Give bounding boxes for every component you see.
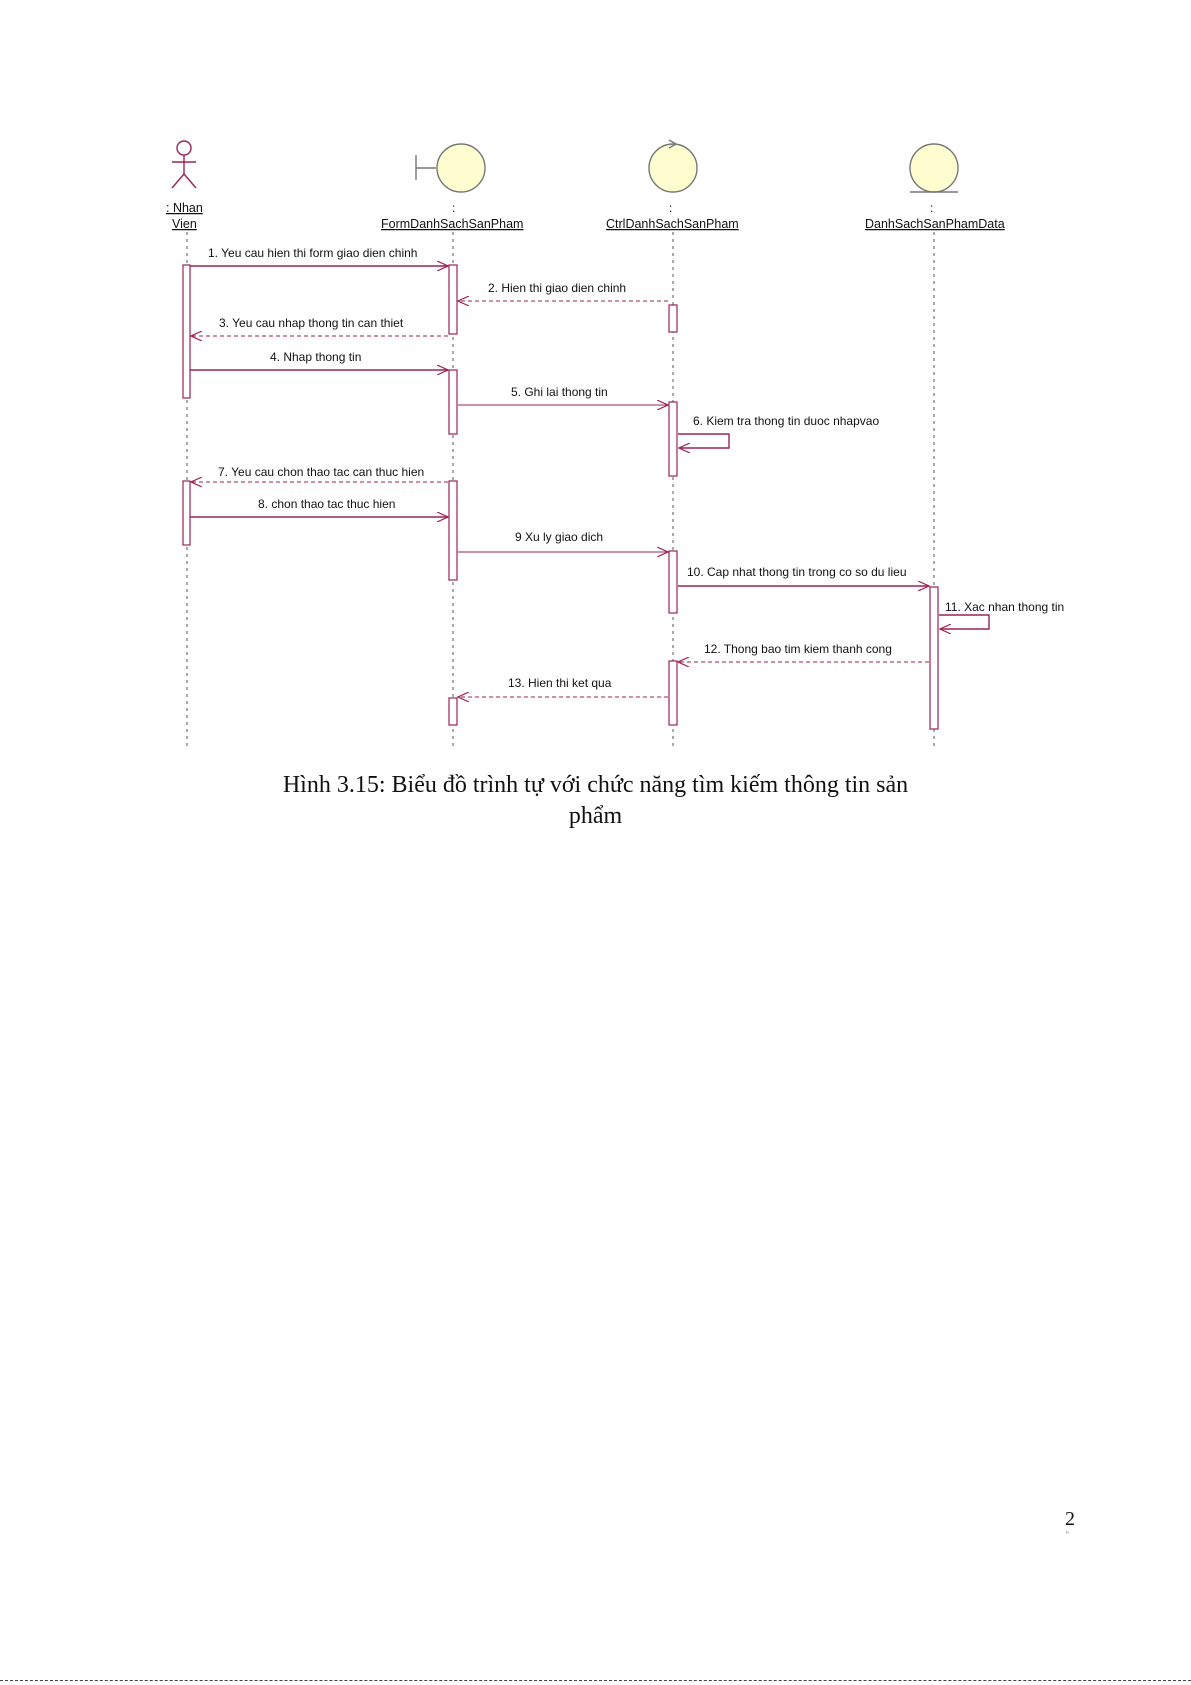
message-label-10: 10. Cap nhat thong tin trong co so du li…	[687, 565, 907, 579]
participant-index-mark: :	[669, 201, 672, 215]
actor-icon	[171, 140, 197, 189]
activation-form	[448, 697, 458, 726]
activation-ctrl	[668, 401, 678, 477]
activation-nhanvien	[182, 480, 191, 546]
participant-index-mark: :	[452, 201, 455, 215]
message-label-9: 9 Xu ly giao dich	[515, 530, 603, 544]
sequence-diagram: : : : : Nhan Vien FormDanhSachSanPham Ct…	[166, 139, 1064, 750]
page-number: 2	[1065, 1508, 1075, 1530]
footer-rule	[0, 1680, 1191, 1682]
figure-caption-line1: Hình 3.15: Biểu đồ trình tự với chức năn…	[282, 772, 909, 798]
activation-nhanvien	[182, 264, 191, 399]
activation-ctrl	[668, 550, 678, 614]
activation-ctrl	[668, 304, 678, 333]
activation-form	[448, 480, 458, 581]
activation-form	[448, 369, 458, 435]
figure-caption-line2: phẩm	[568, 803, 623, 829]
message-label-13: 13. Hien thi ket qua	[508, 676, 612, 690]
participant-label-nhanvien-line2: Vien	[172, 217, 197, 231]
message-label-2: 2. Hien thi giao dien chinh	[488, 281, 626, 295]
message-label-11: 11. Xac nhan thong tin	[945, 600, 1064, 614]
message-label-4: 4. Nhap thong tin	[270, 350, 361, 364]
page-number-mark: "	[1065, 1530, 1069, 1539]
message-label-7: 7. Yeu cau chon thao tac can thuc hien	[218, 465, 424, 479]
message-label-12: 12. Thong bao tim kiem thanh cong	[704, 642, 892, 656]
message-label-1: 1. Yeu cau hien thi form giao dien chinh	[208, 246, 417, 260]
message-label-8: 8. chon thao tac thuc hien	[258, 497, 395, 511]
entity-icon	[909, 143, 959, 193]
control-icon	[648, 139, 698, 193]
participant-label-nhanvien: : Nhan	[166, 201, 203, 215]
message-label-5: 5. Ghi lai thong tin	[511, 385, 608, 399]
participant-label-ctrl: CtrlDanhSachSanPham	[606, 217, 739, 231]
message-arrow-6	[678, 433, 730, 448]
figure-caption: Hình 3.15: Biểu đồ trình tự với chức năn…	[0, 770, 1191, 832]
participant-label-form: FormDanhSachSanPham	[381, 217, 523, 231]
activation-ctrl	[668, 660, 678, 726]
participant-label-data: DanhSachSanPhamData	[865, 217, 1005, 231]
boundary-icon	[415, 143, 486, 193]
message-arrow-11	[939, 614, 990, 629]
activation-data	[929, 586, 939, 730]
message-label-3: 3. Yeu cau nhap thong tin can thiet	[219, 316, 404, 330]
participant-index-mark: :	[930, 201, 933, 215]
message-label-6: 6. Kiem tra thong tin duoc nhapvao	[693, 414, 879, 428]
activation-form	[448, 264, 458, 335]
